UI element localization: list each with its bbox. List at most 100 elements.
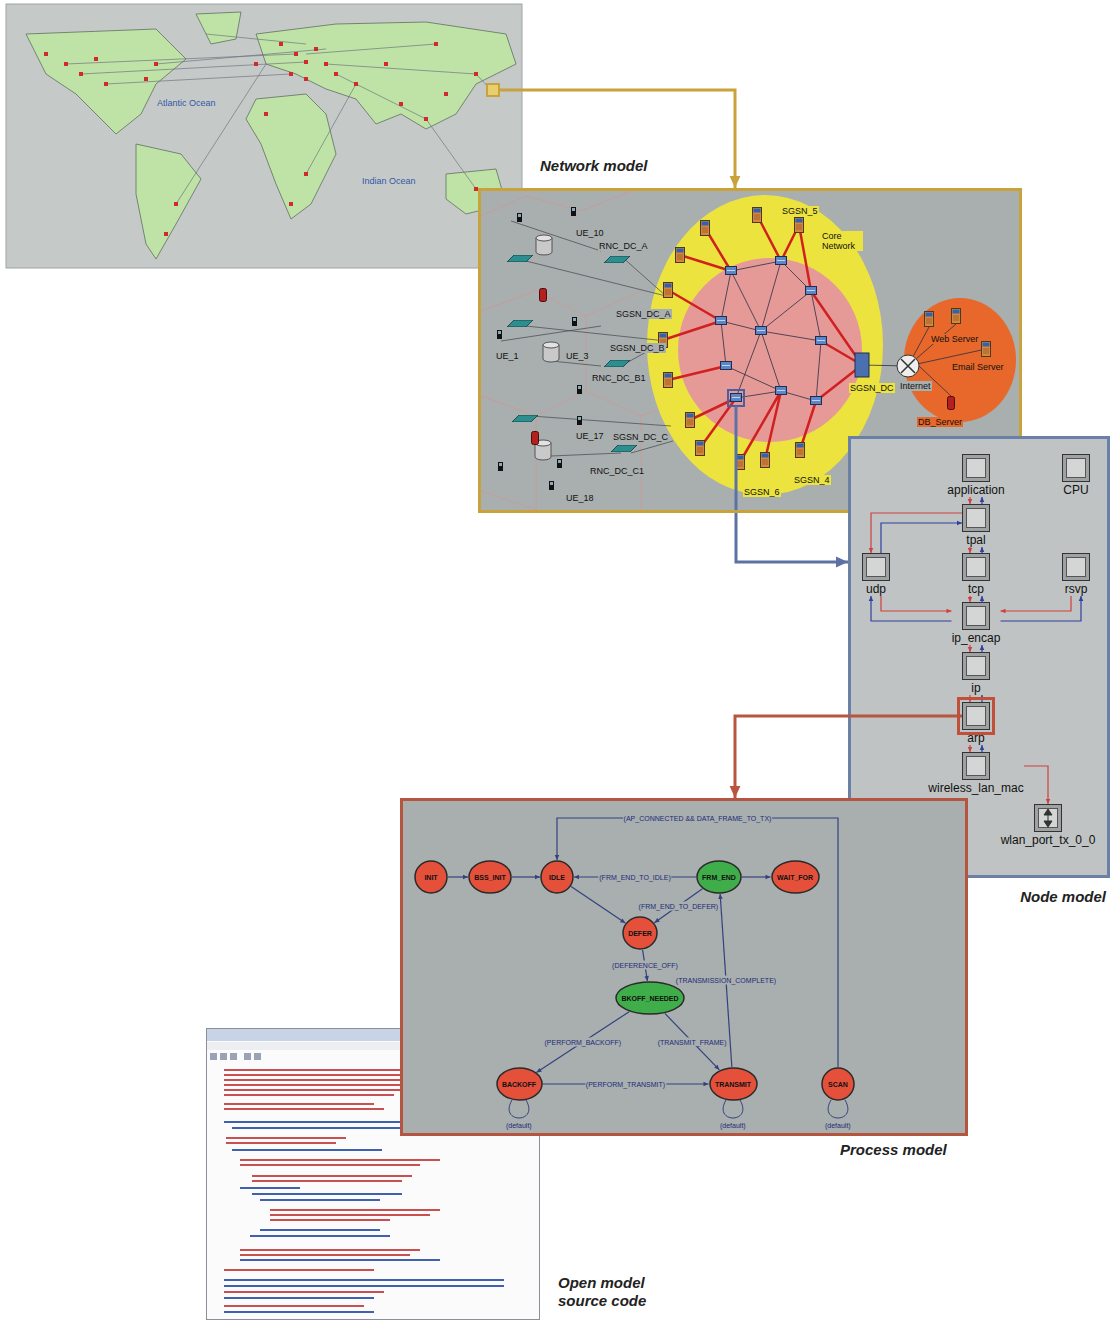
label-holder: UE_1 (495, 351, 520, 361)
zoom-leader (499, 89, 522, 92)
server-icon (753, 208, 762, 223)
node-model-panel: Node modelapplicationCPUtpaludptcprsvpip… (848, 436, 1110, 878)
transition-label-holder: (PERFORM_BACKOFF) (543, 1038, 622, 1047)
state-node: INIT (414, 860, 448, 894)
process-module: wireless_lan_mac (928, 752, 1024, 795)
label-holder: SGSN_4 (793, 475, 831, 485)
device-label: SGSN_DC_B (609, 343, 666, 353)
gateway-server (855, 353, 869, 377)
label-holder: Web Server (930, 334, 979, 344)
device-label: SGSN_DC (849, 383, 895, 393)
arrowhead (730, 176, 741, 188)
transition-label: (default) (719, 1121, 747, 1130)
arrowhead (704, 1082, 709, 1087)
code-lines (224, 1122, 504, 1312)
connector (742, 875, 771, 880)
module-icon (962, 702, 990, 730)
router-icon (806, 287, 817, 295)
module-icon (962, 602, 990, 630)
process-module: application (947, 454, 1005, 497)
unforced-state (497, 1068, 542, 1100)
transition-label: (AP_CONNECTED && DATA_FRAME_TO_TX) (623, 814, 773, 823)
base-station (507, 255, 533, 262)
state-name: BSS_INIT (474, 873, 506, 882)
connector-line (536, 1012, 629, 1073)
backbone-links (663, 215, 862, 462)
internet-mark (901, 359, 915, 373)
state-name: INIT (424, 873, 437, 882)
process-module: udp (862, 553, 890, 596)
connector-line (881, 523, 962, 553)
unforced-state (469, 861, 511, 893)
connector (881, 521, 962, 553)
arrowhead (980, 745, 985, 750)
arrowhead (535, 875, 540, 880)
access-links (501, 221, 673, 456)
connector (730, 716, 962, 798)
arrowhead (980, 547, 985, 552)
module-label: application (947, 484, 1005, 497)
text-holder: Network model (540, 157, 648, 175)
router-icon (726, 267, 737, 275)
device-label: Web Server (930, 334, 979, 344)
arrowhead (980, 645, 985, 650)
zoom-leader (735, 406, 738, 513)
arrowhead (654, 918, 659, 923)
process-module: arp (962, 702, 990, 745)
label-holder: Internet (899, 381, 932, 391)
arrowhead (869, 596, 874, 601)
phone-icon (497, 330, 502, 339)
unforced-state (822, 1068, 854, 1100)
label-holder: (default) (505, 1121, 533, 1130)
text-holder: Open model source code (558, 1274, 670, 1310)
device-label: Core Network (821, 231, 863, 251)
server-icon (796, 443, 805, 458)
arrowhead (644, 976, 648, 981)
arrowhead (730, 786, 741, 798)
server-icon (795, 218, 804, 233)
label-holder: UE_17 (575, 431, 605, 441)
module-label: tpal (962, 534, 990, 547)
arrowhead (980, 596, 985, 601)
state-name: FRM_END (702, 873, 736, 882)
state-node: SCAN (821, 1067, 855, 1101)
arrowhead (947, 609, 952, 614)
state-name: TRANSMIT (715, 1080, 751, 1089)
label-holder: SGSN_DC_C (612, 432, 669, 442)
transition-label: (default) (824, 1121, 852, 1130)
connector-line (522, 90, 735, 188)
arrowhead (836, 557, 848, 568)
label-holder: Core Network (821, 231, 863, 251)
transition-label-holder: (TRANSMISSION_COMPLETE) (675, 976, 777, 985)
text-holder: Process model (840, 1141, 947, 1159)
toolbar-buttons (210, 1053, 261, 1060)
base-station (611, 445, 637, 452)
module-label: rsvp (1062, 583, 1090, 596)
core-ring (647, 195, 883, 495)
device-label: SGSN_5 (781, 206, 819, 216)
server-icon (664, 373, 673, 388)
connector (555, 818, 838, 1067)
module-icon (962, 652, 990, 680)
transition-label: (default) (505, 1121, 533, 1130)
transmitter-icon (1034, 804, 1062, 832)
transition-label-holder: (TRANSMIT_FRAME) (657, 1037, 728, 1046)
phone-icon (577, 385, 582, 394)
label-holder: (default) (824, 1121, 852, 1130)
cell-lines (481, 191, 681, 510)
server-icon (982, 342, 991, 357)
state-node: DEFER (622, 916, 658, 950)
connector-line (1001, 596, 1072, 611)
transition-label-holder: (FRM_END_TO_IDLE) (598, 873, 671, 882)
label-holder: UE_10 (575, 228, 605, 238)
transmitter-symbol (1035, 805, 1061, 831)
selected-router (728, 390, 744, 406)
storage-icon (532, 432, 539, 445)
base-station (604, 360, 630, 367)
arrowhead (555, 855, 560, 860)
connector (980, 745, 985, 752)
text-holder: Atlantic Ocean (156, 98, 217, 109)
device-label: UE_3 (565, 351, 590, 361)
state-name: IDLE (549, 873, 565, 882)
module-icon (1062, 553, 1090, 581)
